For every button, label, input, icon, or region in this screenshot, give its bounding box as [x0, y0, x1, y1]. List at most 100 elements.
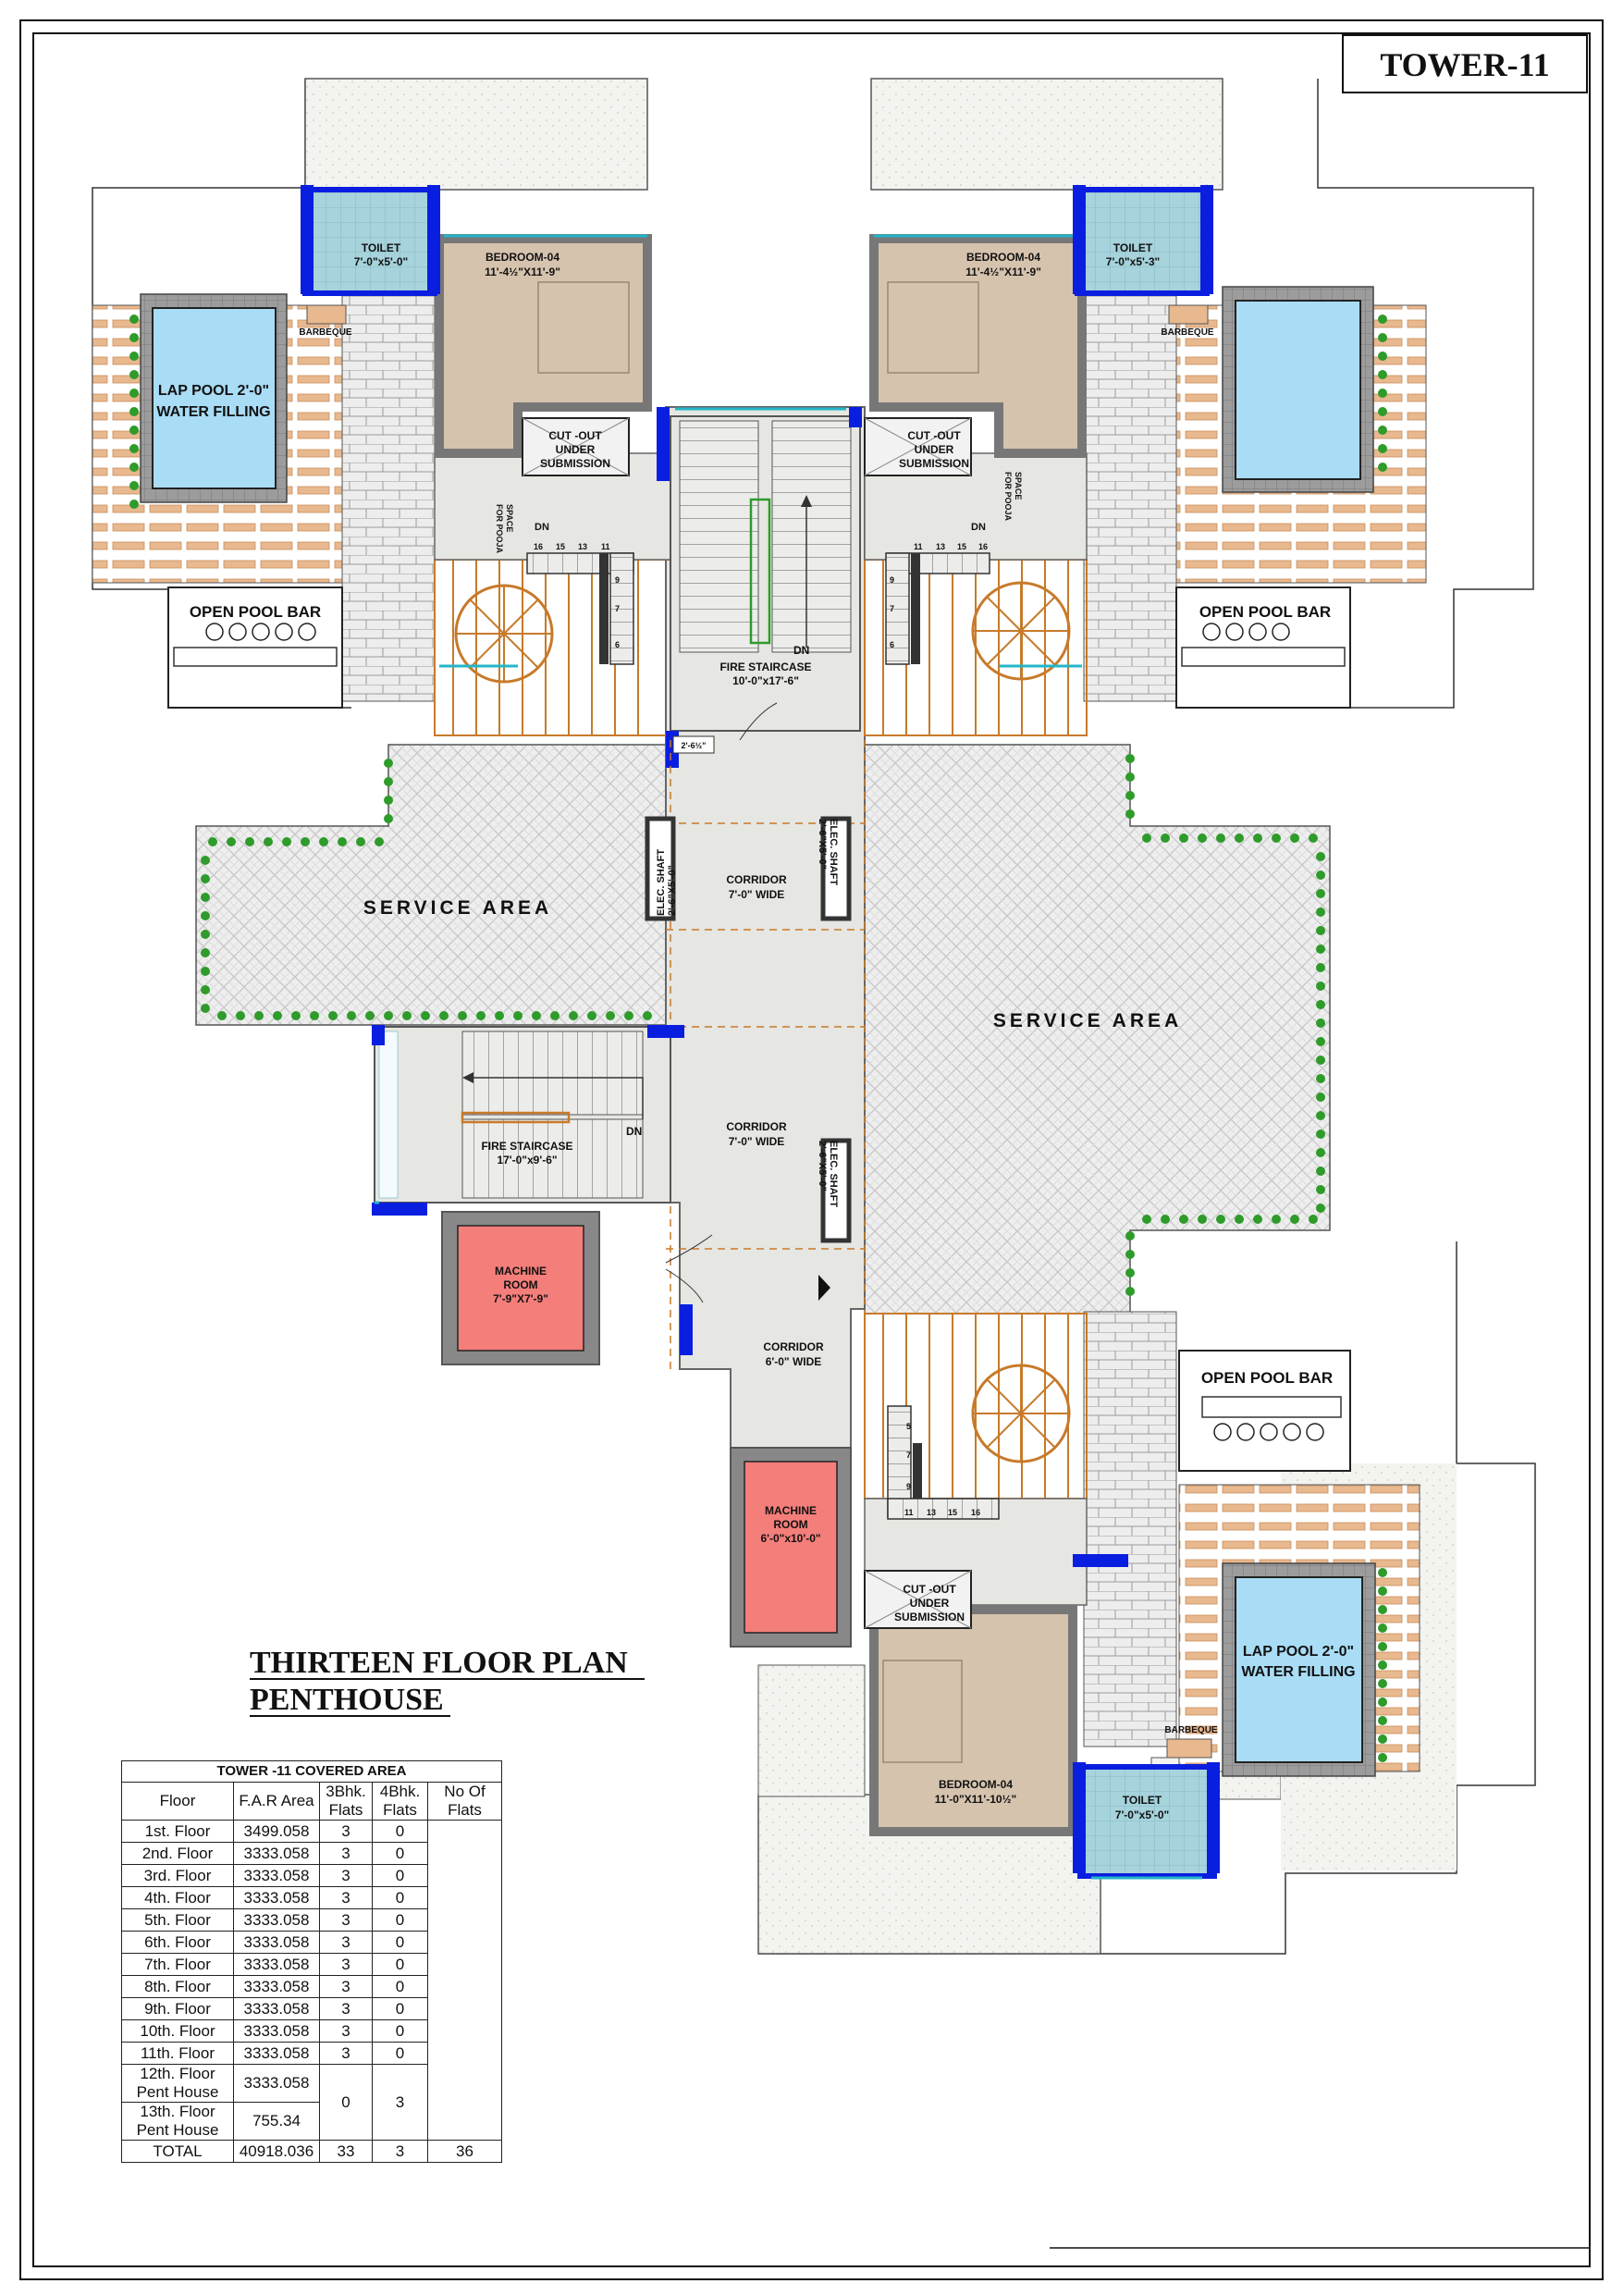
stair-nw-num-9: 9 — [615, 575, 620, 585]
door-swing-2 — [665, 1234, 713, 1303]
brick-walk-se — [1083, 1311, 1177, 1747]
wall-blue-7 — [680, 1304, 693, 1355]
cell-no-of-flats-blank — [427, 1820, 502, 2141]
machine-room-1: MACHINE ROOM 7'-9"X7'-9" — [441, 1211, 600, 1365]
cell-3bhk: 3 — [319, 1820, 373, 1843]
lawn-nw — [304, 78, 648, 191]
stair-s-num-11: 11 — [904, 1508, 914, 1517]
table-row: 9th. Floor 3333.058 3 0 — [121, 1997, 502, 2020]
cutout-ne-l2: UNDER — [915, 443, 954, 456]
cell-4bhk: 0 — [372, 1908, 428, 1932]
wall-blue-13 — [1207, 1762, 1220, 1873]
cell-far: 3333.058 — [233, 1842, 320, 1865]
cell-far: 3333.058 — [233, 2064, 320, 2103]
cell-floor: 2nd. Floor — [121, 1842, 234, 1865]
inner-border — [32, 32, 1591, 2267]
total-far: 40918.036 — [233, 2140, 320, 2163]
pooja-nw: SPACE FOR POOJA — [495, 504, 514, 554]
wall-blue-11 — [1200, 185, 1213, 294]
elec-shaft-1-size: 2'-6"X5'-0" — [667, 865, 678, 916]
cell-far: 3333.058 — [233, 1997, 320, 2020]
lap-pool-nw-line1: LAP POOL 2'-0" — [158, 383, 269, 399]
cell-4bhk: 0 — [372, 1997, 428, 2020]
table-row: 2nd. Floor 3333.058 3 0 — [121, 1842, 502, 1865]
barbeque-nw — [306, 304, 347, 325]
wall-blue-6 — [372, 1203, 427, 1216]
cell-3bhk-penthouse: 0 — [319, 2064, 373, 2141]
stair-nw-dn: DN — [535, 522, 549, 533]
fire-staircase-1-name: FIRE STAIRCASE — [719, 660, 811, 673]
stair-s-num-5: 5 — [906, 1422, 911, 1431]
header-3bhk: 3Bhk. Flats — [319, 1782, 373, 1821]
cutout-nw-l2: UNDER — [556, 443, 596, 456]
cell-far: 3333.058 — [233, 1886, 320, 1909]
fire-staircase-1-dn: DN — [793, 644, 809, 657]
stair-nw-num-13: 13 — [578, 542, 587, 551]
hedge-pool-nw — [129, 315, 139, 509]
plan-title-line1: THIRTEEN FLOOR PLAN — [250, 1646, 628, 1680]
lap-pool-ne — [1222, 286, 1374, 493]
cell-floor: 13th. Floor Pent House — [121, 2102, 234, 2141]
cutout-nw: CUT -OUT UNDER SUBMISSION — [522, 417, 630, 476]
pooja-nw-l2: FOR POOJA — [495, 504, 504, 554]
wall-blue-14 — [1073, 1554, 1128, 1567]
cell-far: 3499.058 — [233, 1820, 320, 1843]
cell-floor: 6th. Floor — [121, 1931, 234, 1954]
stair-nw-num-11: 11 — [601, 542, 610, 551]
toilet-nw-size: 7'-0"x5'-0" — [354, 255, 408, 268]
cell-3bhk: 3 — [319, 1975, 373, 1998]
stair-s — [887, 1405, 1000, 1520]
corridor-2-size: 7'-0" WIDE — [729, 1135, 785, 1148]
cell-4bhk: 0 — [372, 2042, 428, 2065]
bedroom-s-size: 11'-0"X11'-10½" — [935, 1793, 1016, 1806]
machine-room-2-size: 6'-0"x10'-0" — [760, 1532, 820, 1545]
outer-border — [19, 19, 1604, 2280]
machine-room-1-size: 7'-9"X7'-9" — [493, 1292, 548, 1305]
cutout-ne: CUT -OUT UNDER SUBMISSION — [864, 417, 972, 476]
cutout-nw-l3: SUBMISSION — [540, 457, 610, 470]
toilet-nw-name: TOILET — [362, 241, 401, 254]
barbeque-ne — [1168, 304, 1209, 325]
stair-s-num-7: 7 — [906, 1450, 911, 1460]
plan-title-line2: PENTHOUSE — [250, 1683, 444, 1717]
corridor-3-name: CORRIDOR — [763, 1340, 824, 1353]
cell-floor: 10th. Floor — [121, 2019, 234, 2043]
table-caption: TOWER -11 COVERED AREA — [121, 1760, 502, 1783]
open-pool-bar-ne: OPEN POOL BAR — [1175, 586, 1351, 709]
cutout-s: CUT -OUT UNDER SUBMISSION — [864, 1570, 972, 1629]
toilet-ne-size: 7'-0"x5'-3" — [1106, 255, 1160, 268]
fire-staircase-1: DN FIRE STAIRCASE 10'-0"x17'-6" — [670, 415, 861, 732]
bedroom-ne-size: 11'-4½"X11'-9" — [965, 265, 1041, 278]
stair-ne-dn: DN — [971, 522, 986, 533]
lap-pool-se: LAP POOL 2'-0" WATER FILLING — [1222, 1562, 1376, 1777]
elec-shaft-3: ELEC. SHAFT 2'-6"X5'-0" — [817, 1138, 852, 1243]
cell-floor: 9th. Floor — [121, 1997, 234, 2020]
machine-room-2: MACHINE ROOM 6'-0"x10'-0" — [730, 1447, 852, 1648]
fire-staircase-2-dn: DN — [626, 1125, 642, 1138]
lawn-ne — [870, 78, 1223, 191]
table-row: 5th. Floor 3333.058 3 0 — [121, 1908, 502, 1932]
cell-4bhk: 0 — [372, 2019, 428, 2043]
toilet-ne-name: TOILET — [1113, 241, 1153, 254]
elec-shaft-1-name: ELEC. SHAFT — [656, 849, 667, 916]
tower-label: TOWER-11 — [1380, 46, 1549, 83]
stair-s-num-16: 16 — [971, 1508, 980, 1517]
stair-s-num-9: 9 — [906, 1482, 911, 1491]
machine-room-1-name2: ROOM — [503, 1278, 537, 1291]
cell-far: 3333.058 — [233, 1931, 320, 1954]
stair-nw — [526, 552, 634, 665]
cell-floor: 8th. Floor — [121, 1975, 234, 1998]
lap-pool-se-line1: LAP POOL 2'-0" — [1243, 1644, 1354, 1660]
cell-3bhk: 3 — [319, 1886, 373, 1909]
tower-label-box — [1342, 34, 1588, 93]
stair-ne-num-11: 11 — [914, 542, 923, 551]
corridor-1-size: 7'-0" WIDE — [729, 888, 785, 901]
toilet-s-name: TOILET — [1123, 1794, 1162, 1807]
stair-nw-num-6: 6 — [615, 640, 620, 649]
service-area-left — [195, 744, 676, 1026]
table-row: 1st. Floor 3499.058 3 0 — [121, 1820, 502, 2141]
service-area-left-label: SERVICE AREA — [363, 897, 552, 919]
wall-blue-2 — [849, 407, 862, 427]
cell-3bhk: 3 — [319, 1931, 373, 1954]
total-label: TOTAL — [121, 2140, 234, 2163]
